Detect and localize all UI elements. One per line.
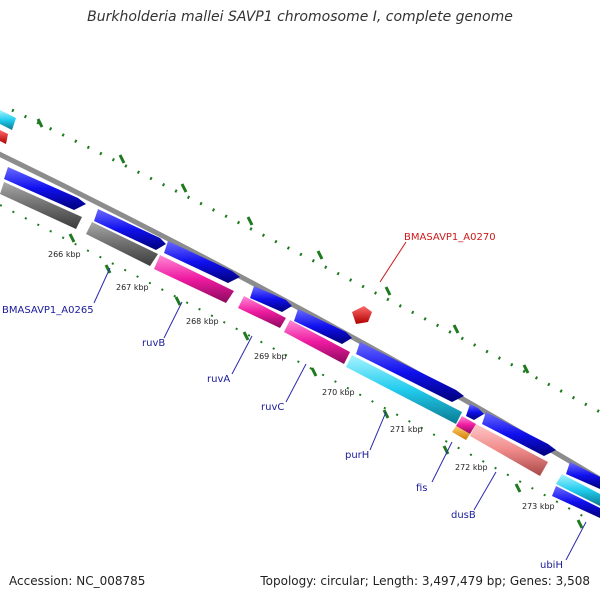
kbp-label: 266 kbp: [48, 250, 81, 259]
gene-label-ruva[interactable]: ruvA: [207, 374, 230, 385]
outer-tick-ring: [11, 108, 600, 414]
kbp-label: 273 kbp: [522, 502, 555, 511]
gene-fis-orange: [452, 426, 470, 440]
gene-ruvb: [154, 255, 234, 303]
gene-forward-8: [482, 412, 556, 456]
accession-text: Accession: NC_008785: [9, 574, 146, 588]
gene-label-bmasavp1-a0270[interactable]: BMASAVP1_A0270: [404, 232, 496, 243]
kbp-labels: 266 kbp 267 kbp 268 kbp 269 kbp 270 kbp …: [48, 250, 555, 511]
kbp-label: 268 kbp: [186, 317, 219, 326]
map-title: Burkholderia mallei SAVP1 chromosome I, …: [87, 9, 513, 25]
genome-summary-text: Topology: circular; Length: 3,497,479 bp…: [260, 574, 590, 588]
gene-bmasavp1-a0265: [86, 222, 158, 266]
gene-label-ruvc[interactable]: ruvC: [261, 402, 284, 413]
gene-ruva: [238, 296, 286, 328]
gene-forward-6: [356, 342, 464, 402]
cyan-gene-topleft: [0, 110, 16, 130]
gene-forward-7: [466, 404, 484, 420]
gene-forward-4: [250, 286, 292, 312]
gene-forward-1: [4, 167, 86, 210]
label-leaders: [93, 241, 587, 561]
gene-ruvc: [284, 320, 350, 364]
gene-label-ruvb[interactable]: ruvB: [142, 338, 165, 349]
gene-ubih: [556, 474, 600, 506]
kbp-label: 272 kbp: [455, 463, 488, 472]
gene-label-ubih[interactable]: ubiH: [540, 560, 563, 571]
gene-dusb: [470, 424, 548, 476]
kbp-label: 271 kbp: [390, 425, 423, 434]
gene-forward-2: [94, 209, 166, 250]
gene-forward-5: [294, 309, 352, 344]
forward-strand-genes: [4, 167, 600, 489]
gene-fis: [456, 416, 476, 434]
kbp-label: 269 kbp: [254, 352, 287, 361]
gene-label-bmasavp1-a0265[interactable]: BMASAVP1_A0265: [2, 305, 94, 316]
outer-major-ticks: [36, 118, 530, 374]
gene-bmasavp1-a0270: [352, 306, 372, 324]
reverse-strand-genes: [0, 182, 600, 518]
gene-ubih-blue: [552, 486, 600, 518]
inner-tick-ring: [0, 204, 591, 521]
gene-label-fis[interactable]: fis: [416, 483, 428, 494]
gene-forward-9: [566, 462, 600, 489]
gene-label-dusb[interactable]: dusB: [451, 510, 476, 521]
kbp-label: 267 kbp: [116, 283, 149, 292]
red-feature-topleft: [0, 130, 8, 144]
inner-major-ticks: [68, 233, 584, 529]
gene-gray-1: [0, 182, 82, 229]
kbp-label: 270 kbp: [322, 388, 355, 397]
gene-purh: [346, 355, 462, 424]
gene-forward-3: [164, 241, 240, 283]
gene-labels: BMASAVP1_A0265 ruvB ruvA ruvC purH fis d…: [2, 232, 563, 571]
gene-label-purh[interactable]: purH: [345, 450, 369, 461]
